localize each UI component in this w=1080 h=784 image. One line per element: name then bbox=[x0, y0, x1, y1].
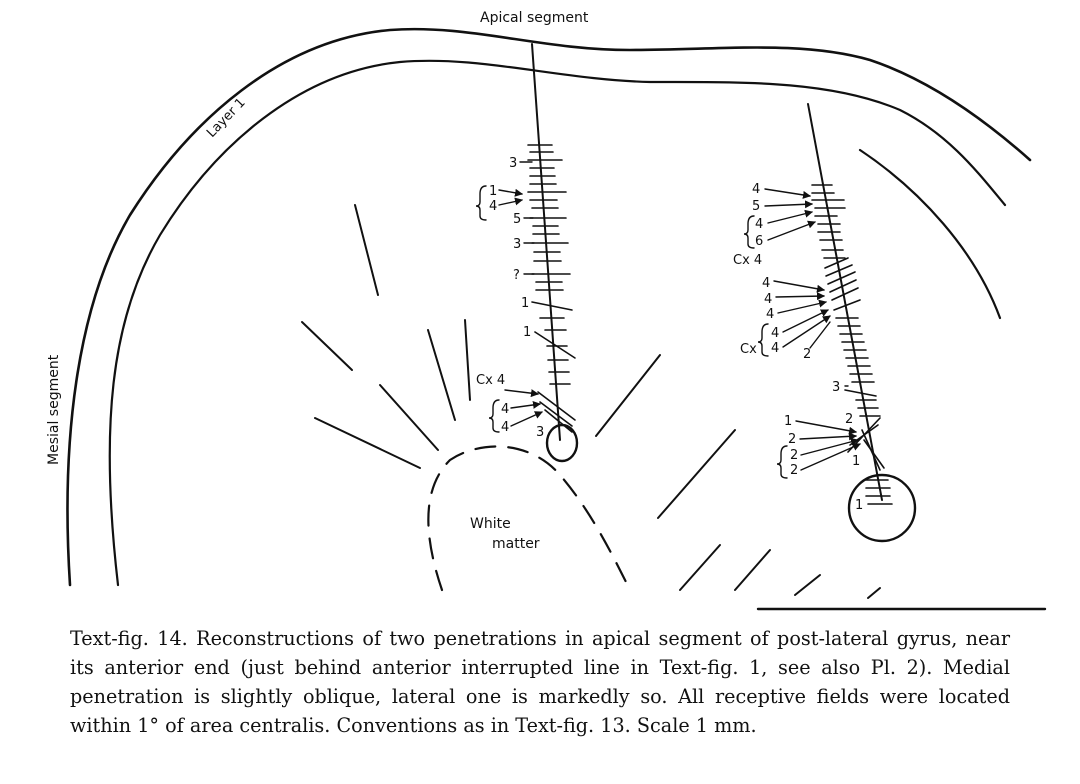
medial-mark-label: 1 bbox=[489, 184, 497, 199]
medial-mark-label: ? bbox=[513, 268, 520, 283]
medial-lesion-circle bbox=[545, 423, 579, 463]
lateral-annotations: 4 5 4 6 Cx 4 4 4 4 Cx 4 4 2 3 1 2 2 2 2 … bbox=[733, 182, 863, 513]
pial-surface-outline bbox=[66, 27, 1032, 587]
medial-brace bbox=[475, 185, 500, 433]
white-matter-boundary bbox=[427, 445, 632, 592]
lateral-penetration-track bbox=[807, 103, 883, 501]
layer-1-boundary bbox=[108, 59, 1007, 587]
lateral-pointer-lines bbox=[764, 188, 861, 471]
medial-penetration-track bbox=[531, 43, 561, 441]
medial-mark-label: 1 bbox=[523, 325, 531, 340]
lateral-mark-label: 4 bbox=[762, 276, 770, 291]
lateral-mark-label: 1 bbox=[784, 414, 792, 429]
lateral-mark-label: 2 bbox=[803, 347, 811, 362]
lateral-mark-label: 1 bbox=[852, 454, 860, 469]
figure-caption: Text-fig. 14. Reconstructions of two pen… bbox=[70, 627, 1010, 737]
lateral-mark-label: 2 bbox=[788, 432, 796, 447]
label-mesial-segment: Mesial segment bbox=[46, 354, 62, 465]
medial-mark-label: 3 bbox=[513, 237, 521, 252]
medial-mark-label: 5 bbox=[513, 212, 521, 227]
lateral-mark-label: 2 bbox=[790, 448, 798, 463]
medial-mark-label: 1 bbox=[521, 296, 529, 311]
figure-drawing: Apical segment Layer 1 Mesial segment Wh… bbox=[46, 10, 1047, 611]
medial-mark-label: 3 bbox=[536, 425, 544, 440]
lateral-braces bbox=[743, 215, 788, 479]
lateral-mark-label: Cx 4 bbox=[733, 253, 762, 268]
medial-tick-marks bbox=[527, 144, 576, 433]
medial-pointer-lines bbox=[498, 161, 543, 427]
lateral-tick-marks bbox=[811, 184, 893, 505]
lateral-mark-label: 4 bbox=[766, 307, 774, 322]
medial-mark-label: Cx 4 bbox=[476, 373, 505, 388]
lateral-mark-label: 4 bbox=[755, 217, 763, 232]
lateral-mark-label: 4 bbox=[771, 341, 779, 356]
lateral-mark-label: 6 bbox=[755, 234, 763, 249]
medial-mark-label: 3 bbox=[509, 156, 517, 171]
fibre-strokes bbox=[301, 204, 881, 599]
lateral-mark-label: 1 bbox=[855, 498, 863, 513]
lateral-mark-label: 3 bbox=[832, 380, 840, 395]
lateral-mark-label: 4 bbox=[764, 292, 772, 307]
lateral-mark-label: 5 bbox=[752, 199, 760, 214]
lateral-mark-label: 2 bbox=[790, 463, 798, 478]
lateral-mark-label: 4 bbox=[771, 326, 779, 341]
medial-mark-label: 4 bbox=[489, 199, 497, 214]
inner-cortex-line bbox=[858, 148, 1002, 320]
lateral-mark-label: 4 bbox=[752, 182, 760, 197]
medial-annotations: 3 1 4 5 3 ? 1 1 Cx 4 4 4 3 bbox=[475, 156, 544, 440]
label-apical-segment: Apical segment bbox=[480, 10, 589, 26]
label-white-matter-1: White bbox=[470, 516, 511, 532]
lateral-mark-label: Cx bbox=[740, 342, 757, 357]
lateral-lesion-circle bbox=[847, 473, 917, 543]
label-white-matter-2: matter bbox=[492, 536, 540, 552]
lateral-mark-label: 2 bbox=[845, 412, 853, 427]
medial-mark-label: 4 bbox=[501, 402, 509, 417]
medial-mark-label: 4 bbox=[501, 420, 509, 435]
